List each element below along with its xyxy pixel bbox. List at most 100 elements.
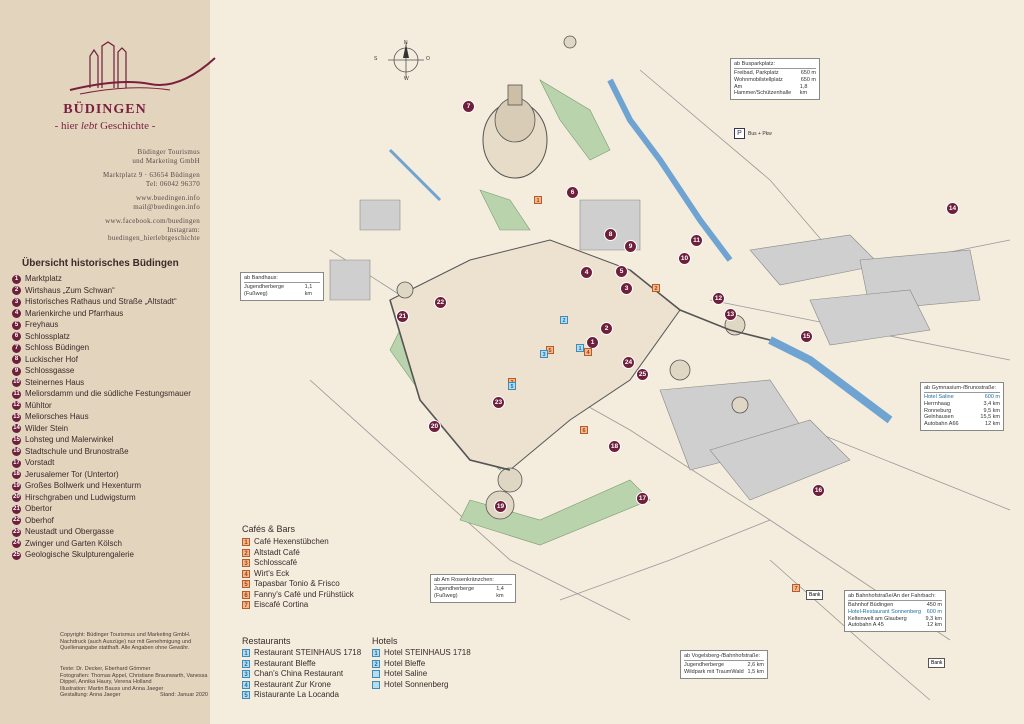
distance-value: 1,8 km	[799, 83, 808, 97]
restaurants-marker: 3	[242, 670, 250, 679]
cafes-name: Café Hexenstübchen	[254, 537, 329, 546]
distance-destination: Jugendherberge (Fußweg)	[244, 284, 285, 297]
distance-destination: Jugendherberge	[684, 662, 725, 668]
cafes-map-marker[interactable]: 1	[534, 196, 542, 204]
distance-destination: Hotel-Restaurant Sonnenberg	[848, 608, 922, 615]
restaurants-map-marker[interactable]: 5	[508, 382, 516, 390]
map-site-marker[interactable]: 4	[580, 266, 593, 279]
map-site-marker[interactable]: 1	[586, 336, 599, 349]
map-site-marker[interactable]: 15	[800, 330, 813, 343]
map-site-marker[interactable]: 8	[604, 228, 617, 241]
compass-w-label: W	[404, 76, 409, 82]
site-list-item: 15 Lohsteg und Malerwinkel	[12, 435, 210, 445]
cafes-map-marker[interactable]: 4	[584, 348, 592, 356]
map-site-marker[interactable]: 18	[608, 440, 621, 453]
map-site-marker[interactable]: 14	[946, 202, 959, 215]
map-site-marker[interactable]: 13	[724, 308, 737, 321]
hotels-name: Hotel STEINHAUS 1718	[384, 648, 471, 657]
sidebar: BÜDINGEN - hier lebt Geschichte - Büding…	[0, 0, 216, 724]
site-number-badge: 15	[12, 435, 21, 445]
site-number-badge: 24	[12, 539, 21, 548]
map-site-marker[interactable]: 3	[620, 282, 633, 295]
distance-box-heading: ab Bandhaus:	[244, 275, 320, 283]
distance-row: Jugendherberge 2,6 km	[684, 662, 764, 669]
restaurants-name: Ristaurante La Locanda	[254, 690, 339, 699]
distance-box-bahnhof: ab Bahnhofstraße/An der Fahrbach:Bahnhof…	[844, 590, 946, 633]
cafes-title: Cafés & Bars	[242, 524, 296, 534]
site-number-badge: 18	[12, 470, 21, 479]
map-site-marker[interactable]: 11	[690, 234, 703, 247]
map-site-marker[interactable]: 16	[812, 484, 825, 497]
map-site-marker[interactable]: 5	[615, 265, 628, 278]
facebook-link[interactable]: www.facebook.com/buedingen	[105, 217, 200, 225]
site-number-badge: 21	[12, 504, 21, 514]
map-site-marker[interactable]: 12	[712, 292, 725, 305]
restaurants-marker: 4	[242, 680, 250, 689]
email-link[interactable]: mail@buedingen.info	[133, 202, 200, 211]
site-number-badge: 12	[12, 401, 21, 410]
restaurants-name: Restaurant Bleffe	[254, 658, 316, 668]
cafes-marker: 5	[242, 580, 250, 589]
map-site-marker[interactable]: 9	[624, 240, 637, 253]
map-site-marker[interactable]: 10	[678, 252, 691, 265]
distance-value: 650 m	[800, 70, 816, 76]
site-number-badge: 4	[12, 309, 21, 318]
map-site-marker[interactable]: 2	[600, 322, 613, 335]
distance-value: 15,5 km	[980, 414, 1000, 421]
map-site-marker[interactable]: 22	[434, 296, 447, 309]
map-site-marker[interactable]: 24	[622, 356, 635, 369]
credits-date: Stand: Januar 2020	[159, 692, 208, 698]
map-site-marker[interactable]: 23	[492, 396, 505, 409]
cafes-map-marker[interactable]: 6	[580, 426, 588, 434]
distance-box-heading: ab Bahnhofstraße/An der Fahrbach:	[848, 593, 942, 601]
map-site-marker[interactable]: 19	[494, 500, 507, 513]
site-name: Jerusalemer Tor (Untertor)	[25, 469, 119, 479]
cafes-name: Schlosscafé	[254, 558, 298, 567]
site-name: Obertor	[25, 504, 53, 513]
site-number-badge: 8	[12, 355, 21, 364]
site-name: Lohsteg und Malerwinkel	[25, 435, 114, 444]
compass-o-label: O	[426, 56, 430, 62]
contact-line: Tel: 06042 96370	[145, 179, 200, 188]
restaurants-map-marker[interactable]: 3	[540, 350, 548, 358]
cafes-map-marker[interactable]: 2	[652, 284, 660, 292]
compass-icon	[388, 42, 424, 78]
restaurants-map-marker[interactable]: 1	[576, 344, 584, 352]
website-link[interactable]: www.buedingen.info	[135, 194, 200, 202]
site-number-badge: 5	[12, 320, 21, 330]
compass-n-label: N	[404, 40, 408, 46]
site-list-item: 5 Freyhaus	[12, 320, 210, 330]
map-site-marker[interactable]: 20	[428, 420, 441, 433]
map-site-marker[interactable]: 7	[462, 100, 475, 113]
city-map[interactable]	[210, 0, 1024, 724]
site-name: Freyhaus	[25, 320, 59, 329]
cafes-item: 4 Wirt's Eck	[242, 569, 354, 580]
restaurants-map-marker[interactable]: 2	[560, 316, 568, 324]
cafes-marker: 4	[242, 569, 250, 578]
restaurants-marker: 1	[242, 649, 250, 658]
cafes-name: Wirt's Eck	[254, 568, 290, 578]
map-site-marker[interactable]: 17	[636, 492, 649, 505]
distance-destination: Am Hammer/Schützenhalle	[734, 83, 792, 97]
instagram-link[interactable]: buedingen_hierlebtgeschichte	[108, 234, 200, 242]
hotels-item: Hotel Saline	[372, 669, 471, 680]
map-site-marker[interactable]: 25	[636, 368, 649, 381]
map-site-marker[interactable]: 21	[396, 310, 409, 323]
cafes-name: Altstadt Café	[254, 547, 300, 557]
cafes-map-marker[interactable]: 7	[792, 584, 800, 592]
map-site-marker[interactable]: 6	[566, 186, 579, 199]
site-number-badge: 22	[12, 516, 21, 525]
distance-value: 2,6 km	[747, 662, 764, 668]
